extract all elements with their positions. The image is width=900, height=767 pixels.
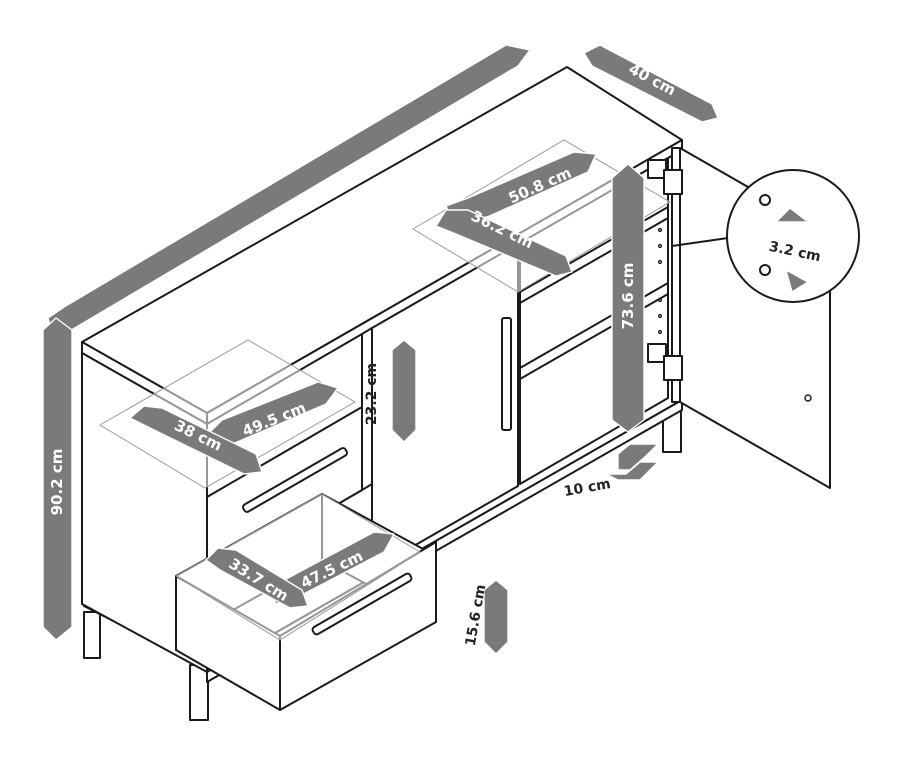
leg-front-middle (189, 664, 209, 721)
top-drawer-plane (99, 339, 357, 489)
bottom-drawer-depth-arrow (205, 547, 309, 609)
compartment-height-arrow (391, 339, 417, 443)
shelf-pin-holes (657, 227, 663, 335)
compartment-height-label: 23.2 cm (364, 363, 380, 425)
hinge-bottom (647, 343, 683, 381)
hinge-top (647, 159, 683, 195)
inner-height-arrow (611, 163, 645, 433)
door-handle (501, 317, 512, 431)
bottom-drawer-plane (175, 493, 421, 641)
callout-hole-bottom (759, 264, 771, 276)
leg-height-label: 10 cm (563, 476, 612, 500)
dimension-arrows (42, 44, 719, 655)
depth-arrow (583, 44, 719, 123)
callout-arrow-bottom (785, 269, 809, 293)
bottom-drawer-handle (311, 572, 413, 636)
shelf-plane (412, 139, 671, 293)
leg-front-left (83, 611, 101, 659)
callout-hole-top (759, 194, 771, 206)
bottom-drawer-height-arrow (483, 579, 509, 655)
top-drawer-handle (242, 447, 348, 513)
inner-height-label: 73.6 cm (619, 263, 637, 330)
shelf-depth-arrow (435, 209, 573, 277)
door-knob-hole (804, 394, 812, 402)
leg-height-arrow (617, 443, 659, 471)
callout-arrow-top (775, 207, 809, 223)
top-drawer-depth-arrow (129, 405, 263, 475)
height-label: 90.2 cm (48, 449, 66, 516)
center-door (371, 243, 519, 571)
height-arrow (42, 317, 73, 641)
hole-spacing-callout: 3.2 cm (671, 169, 860, 303)
